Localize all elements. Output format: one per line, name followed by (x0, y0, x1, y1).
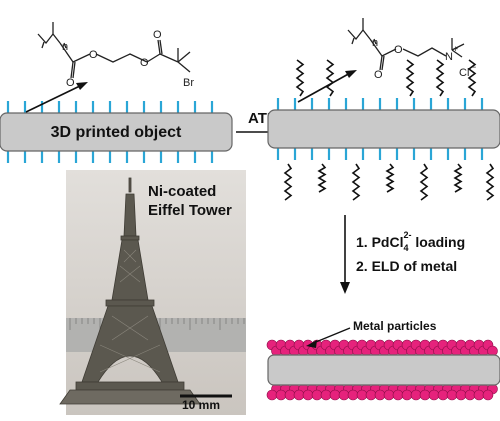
printed-object-label: 3D printed object (51, 124, 182, 141)
polymer-brush (419, 163, 429, 201)
polymer-brush (485, 163, 495, 201)
metal-particle (473, 389, 485, 401)
initiator-structure-left (37, 22, 191, 79)
ticks-top-left (6, 101, 214, 113)
metal-particle (338, 389, 350, 401)
particles-bottom (266, 383, 498, 401)
metal-particle (419, 389, 431, 401)
polymer-structure-right (347, 18, 465, 71)
polymer-brush (385, 163, 395, 193)
metal-particle (293, 389, 305, 401)
metal-particle (347, 389, 359, 401)
eiffel-tower (59, 177, 201, 405)
carbonyl-oxygen-left-1: O (66, 77, 75, 89)
metal-particle (284, 389, 296, 401)
carbonyl-oxygen-right: O (374, 69, 383, 81)
particles-top (266, 339, 498, 357)
polymer-brush (453, 163, 463, 193)
brushes-bottom-right (283, 163, 495, 201)
metal-particle (302, 389, 314, 401)
polymer-brush (295, 59, 305, 97)
polymer-brush (467, 59, 477, 97)
ticks-bottom-right (276, 148, 484, 160)
metal-particle (410, 389, 422, 401)
ester-oxygen-left-1: O (89, 49, 98, 61)
grafted-object-slab (267, 109, 500, 149)
metal-particle (374, 389, 386, 401)
metal-particle (437, 389, 449, 401)
polymer-brush (435, 59, 445, 97)
scale-bar-label: 10 mm (182, 398, 220, 412)
chloride-charge: − (471, 62, 476, 72)
ammonium-nitrogen: N (445, 51, 453, 63)
metal-particle (365, 389, 377, 401)
polymer-brush (351, 163, 361, 201)
down-arrowhead (340, 282, 350, 294)
metal-particles-arrowhead (306, 340, 317, 348)
ticks-top-right (276, 98, 484, 110)
carbonyl-oxygen-left-2: O (153, 29, 162, 41)
metal-particle (383, 389, 395, 401)
polymer-brush (405, 59, 415, 97)
metal-particle (392, 389, 404, 401)
metal-particle (266, 389, 278, 401)
repeat-index-n-right: n (372, 37, 378, 49)
metal-particle (455, 389, 467, 401)
metal-particle (446, 389, 458, 401)
step-2-label: 2. ELD of metal (356, 258, 457, 274)
ester-oxygen-left-2: O (140, 57, 149, 69)
metal-particle (356, 389, 368, 401)
pointer-arrowhead-left (76, 82, 88, 90)
photo-title-line-2: Eiffel Tower (148, 202, 232, 219)
metal-particle (464, 389, 476, 401)
polymer-brush (317, 163, 327, 193)
metal-particle (428, 389, 440, 401)
ammonium-charge: + (453, 44, 458, 54)
ticks-bottom-left (6, 151, 214, 163)
metal-particle (482, 389, 494, 401)
brushes-top-right (295, 59, 477, 97)
pointer-arrow-left (25, 83, 85, 113)
step-1-label: 1. PdCl42- loading (356, 230, 465, 253)
metal-particles-pointer (310, 327, 351, 345)
photo-title-line-1: Ni-coated (148, 183, 216, 200)
pointer-arrow-right (297, 71, 353, 103)
pointer-arrowhead-right (345, 70, 357, 78)
eiffel-lattice (99, 249, 161, 373)
chloride-counterion: Cl (459, 67, 469, 79)
polymer-brush (325, 59, 335, 97)
metal-coated-slab (267, 354, 500, 386)
printed-object-slab (0, 112, 233, 152)
metal-particles-label: Metal particles (353, 319, 437, 333)
metal-particle (275, 389, 287, 401)
metal-particle (329, 389, 341, 401)
bromine-atom: Br (183, 77, 194, 89)
repeat-index-n-left: n (62, 41, 68, 53)
eiffel-tower-photo: 10 mm Ni-coated Eiffel Tower (59, 170, 246, 415)
metal-particle (311, 389, 323, 401)
metal-particle (320, 389, 332, 401)
polymer-brush (283, 163, 293, 201)
metal-particle (401, 389, 413, 401)
ester-oxygen-right: O (394, 44, 403, 56)
